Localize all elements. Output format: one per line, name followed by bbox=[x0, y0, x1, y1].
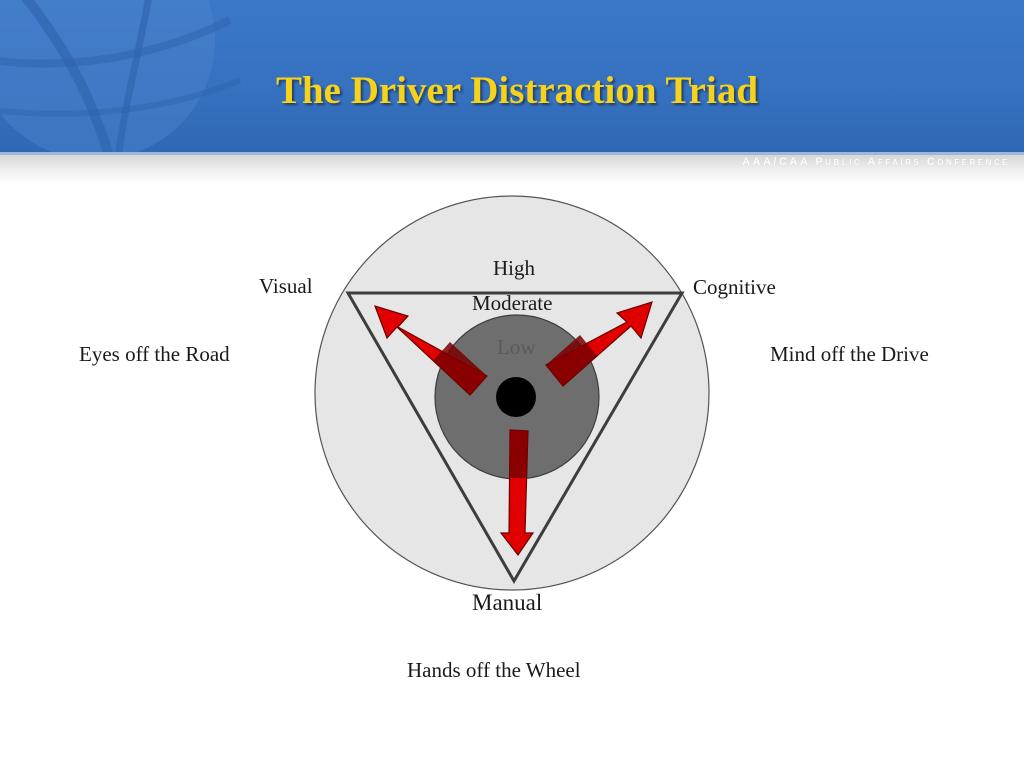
cognitive-label: Cognitive bbox=[693, 275, 776, 299]
conference-tag: AAA/CAA Public Affairs Conference bbox=[742, 156, 1010, 168]
manual-description: Hands off the Wheel bbox=[407, 658, 581, 682]
visual-label: Visual bbox=[259, 274, 313, 298]
visual-description: Eyes off the Road bbox=[79, 342, 230, 366]
cognitive-description: Mind off the Drive bbox=[770, 342, 929, 366]
slide-title: The Driver Distraction Triad bbox=[275, 69, 759, 112]
header-shadow bbox=[0, 155, 1024, 185]
arrow-manual bbox=[499, 429, 535, 557]
header-banner bbox=[0, 0, 1024, 152]
globe-decoration bbox=[0, 0, 242, 152]
arrow-cognitive bbox=[545, 301, 653, 387]
header-divider bbox=[0, 152, 1024, 155]
level-moderate-label: Moderate bbox=[472, 291, 553, 315]
manual-label: Manual bbox=[472, 590, 543, 615]
triad-triangle bbox=[345, 291, 685, 584]
arrow-visual bbox=[374, 305, 488, 396]
level-low-label: Low bbox=[497, 335, 536, 359]
center-dot bbox=[496, 377, 536, 417]
level-high-label: High bbox=[493, 256, 535, 280]
